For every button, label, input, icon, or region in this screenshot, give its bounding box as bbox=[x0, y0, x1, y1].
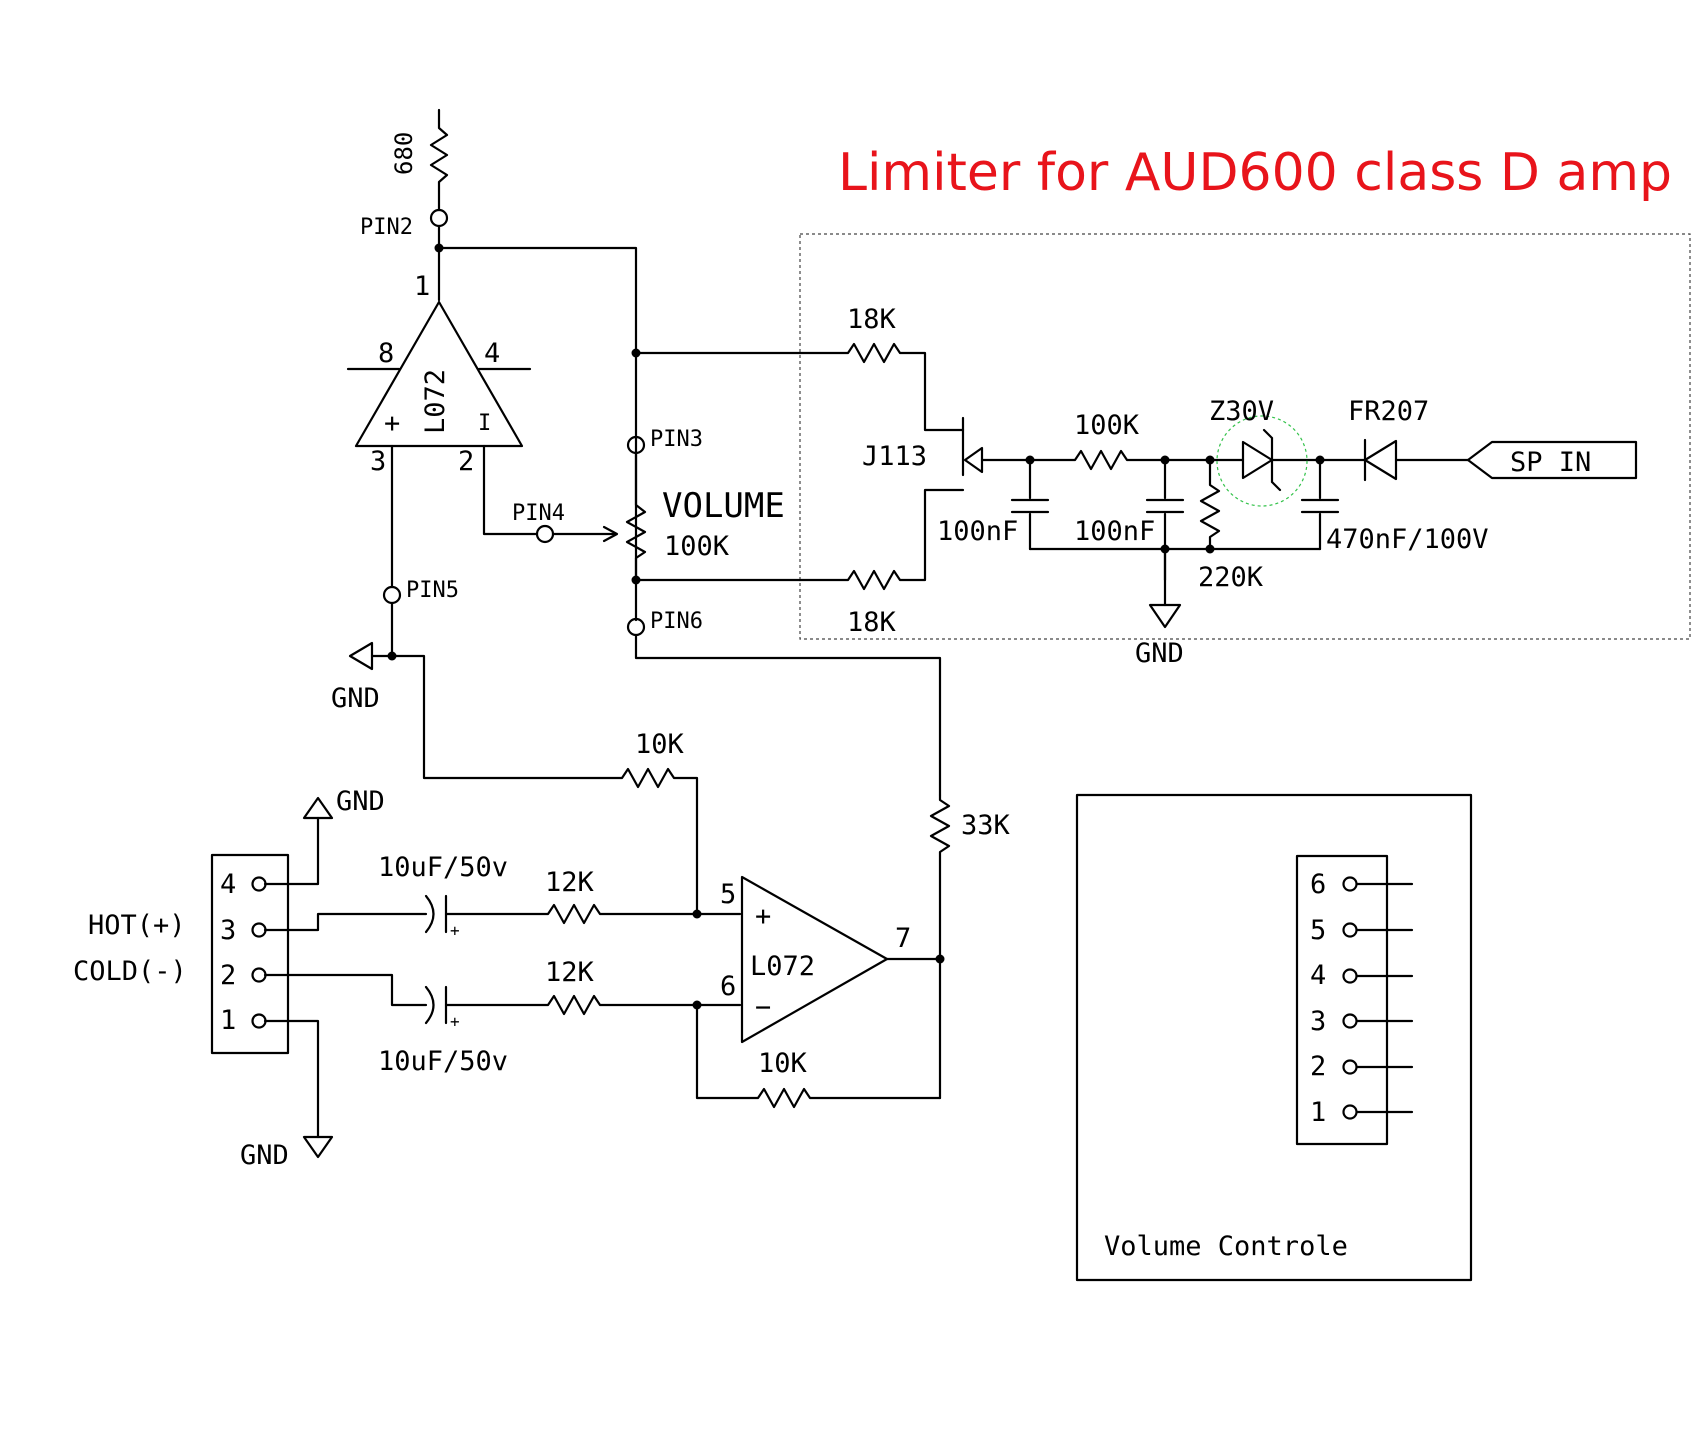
r680-label: 680 bbox=[390, 132, 418, 175]
op2-pin6: 6 bbox=[720, 971, 736, 1002]
pin2-label: PIN2 bbox=[360, 215, 413, 240]
cap-top-label: 10uF/50v bbox=[378, 852, 508, 883]
gnd-op1-symbol bbox=[348, 641, 374, 671]
op1-pin8: 8 bbox=[378, 338, 394, 369]
op2-name: L072 bbox=[750, 951, 815, 982]
conn-pin-1: 1 bbox=[220, 1005, 236, 1036]
op2-pin5: 5 bbox=[720, 879, 736, 910]
gnd-limiter-symbol bbox=[1148, 603, 1182, 629]
r18k-top-label: 18K bbox=[847, 304, 897, 335]
sp-in-port bbox=[1466, 440, 1638, 480]
r680-symbol bbox=[429, 108, 449, 212]
volume-pot: PIN3 VOLUME 100K PIN6 bbox=[625, 348, 942, 797]
op1-pin1: 1 bbox=[414, 271, 430, 302]
vol-pin-5: 5 bbox=[1310, 915, 1326, 946]
r10k-top-label: 10K bbox=[635, 729, 685, 760]
sp-in-label: SP IN bbox=[1510, 447, 1591, 478]
fr207-symbol bbox=[1363, 439, 1398, 481]
c100nf-2-label: 100nF bbox=[1074, 516, 1155, 547]
op2-triangle bbox=[740, 875, 889, 1044]
vol-pin-6: 6 bbox=[1310, 869, 1326, 900]
r18k-bottom-symbol bbox=[798, 488, 965, 591]
r220k-symbol bbox=[1199, 458, 1221, 551]
volume-value: 100K bbox=[664, 531, 730, 562]
gnd-conn-bottom-symbol bbox=[302, 1135, 334, 1159]
diagram-title: Limiter for AUD600 class D amp bbox=[838, 143, 1672, 203]
op1-plus: + bbox=[384, 408, 400, 439]
cap-top-plus: + bbox=[450, 921, 460, 940]
volume-connector bbox=[1295, 854, 1389, 1146]
r18k-bottom-label: 18K bbox=[847, 607, 897, 638]
c470nf-label: 470nF/100V bbox=[1326, 524, 1489, 555]
hot-label: HOT(+) bbox=[88, 910, 186, 941]
j113-gate-arrow bbox=[963, 446, 984, 474]
c100nf-1-label: 100nF bbox=[937, 516, 1018, 547]
pin3-label: PIN3 bbox=[650, 427, 703, 452]
cap-top-curved-plate bbox=[424, 894, 435, 934]
cap-bottom-plus: + bbox=[450, 1012, 460, 1031]
volume-box-label: Volume Controle bbox=[1104, 1231, 1348, 1262]
volume-label: VOLUME bbox=[662, 486, 785, 526]
input-connector bbox=[210, 853, 290, 1055]
r12k-top-label: 12K bbox=[545, 867, 595, 898]
pin5-terminal bbox=[382, 585, 402, 605]
r100k-label: 100K bbox=[1074, 410, 1140, 441]
pin5-label: PIN5 bbox=[406, 578, 459, 603]
op1-pin2: 2 bbox=[458, 446, 474, 477]
input-circuit: 10K 33K 4 3 2 1 HOT(+) COLD(-) GND GND +… bbox=[73, 654, 1011, 1171]
fr207-label: FR207 bbox=[1348, 396, 1429, 427]
volume-control-box: 6 5 4 3 2 1 Volume Controle bbox=[1075, 793, 1473, 1282]
op1-minus: I bbox=[478, 411, 491, 436]
op1-name: L072 bbox=[420, 369, 451, 434]
r33k-label: 33K bbox=[961, 810, 1011, 841]
r10k-bottom-label: 10K bbox=[758, 1048, 808, 1079]
op1-triangle bbox=[354, 300, 524, 448]
gnd-conn-bottom-label: GND bbox=[240, 1140, 289, 1171]
r33k-symbol bbox=[929, 793, 951, 1100]
limiter-circuit: 18K 18K J113 100nF 100K 100nF 220K bbox=[798, 304, 1638, 669]
gnd-limiter-label: GND bbox=[1135, 638, 1184, 669]
r100k-symbol bbox=[1028, 449, 1167, 471]
gnd-conn-top-label: GND bbox=[336, 786, 385, 817]
j113-label: J113 bbox=[862, 441, 927, 472]
op2-minus: − bbox=[755, 992, 771, 1023]
conn-pin-2: 2 bbox=[220, 960, 236, 991]
r12k-bottom-label: 12K bbox=[545, 957, 595, 988]
op2-plus: + bbox=[755, 901, 771, 932]
vol-pin-2: 2 bbox=[1310, 1051, 1326, 1082]
pin2-terminal bbox=[429, 208, 449, 228]
pin4-terminal bbox=[535, 524, 555, 544]
zener-label: Z30V bbox=[1209, 396, 1274, 427]
gnd-conn-top-symbol bbox=[302, 796, 334, 820]
pin6-label: PIN6 bbox=[650, 609, 703, 634]
r220k-label: 220K bbox=[1198, 562, 1264, 593]
pin4-label: PIN4 bbox=[512, 501, 565, 526]
pin6-terminal bbox=[626, 617, 646, 637]
zener-highlight bbox=[1216, 415, 1308, 507]
limiter-section-border bbox=[799, 233, 1691, 640]
zener-symbol bbox=[1241, 440, 1274, 480]
r10k-bottom-symbol bbox=[695, 1003, 942, 1109]
conn-pin-3: 3 bbox=[220, 915, 236, 946]
cap-bottom-curved-plate bbox=[424, 985, 435, 1025]
conn-pin-4: 4 bbox=[220, 869, 236, 900]
op1-pin4: 4 bbox=[484, 338, 500, 369]
vol-pin-1: 1 bbox=[1310, 1097, 1326, 1128]
op1-pin3: 3 bbox=[370, 446, 386, 477]
cap-bottom-label: 10uF/50v bbox=[378, 1046, 508, 1077]
vol-pin-4: 4 bbox=[1310, 960, 1326, 991]
r18k-top-symbol bbox=[798, 342, 965, 432]
cold-label: COLD(-) bbox=[73, 956, 187, 987]
vol-pin-3: 3 bbox=[1310, 1006, 1326, 1037]
gnd-op1-label: GND bbox=[331, 683, 380, 714]
op2-pin7: 7 bbox=[895, 923, 911, 954]
op1-circuit: 680 PIN2 1 L072 + I 8 4 3 2 PIN5 GND PIN… bbox=[331, 108, 638, 714]
